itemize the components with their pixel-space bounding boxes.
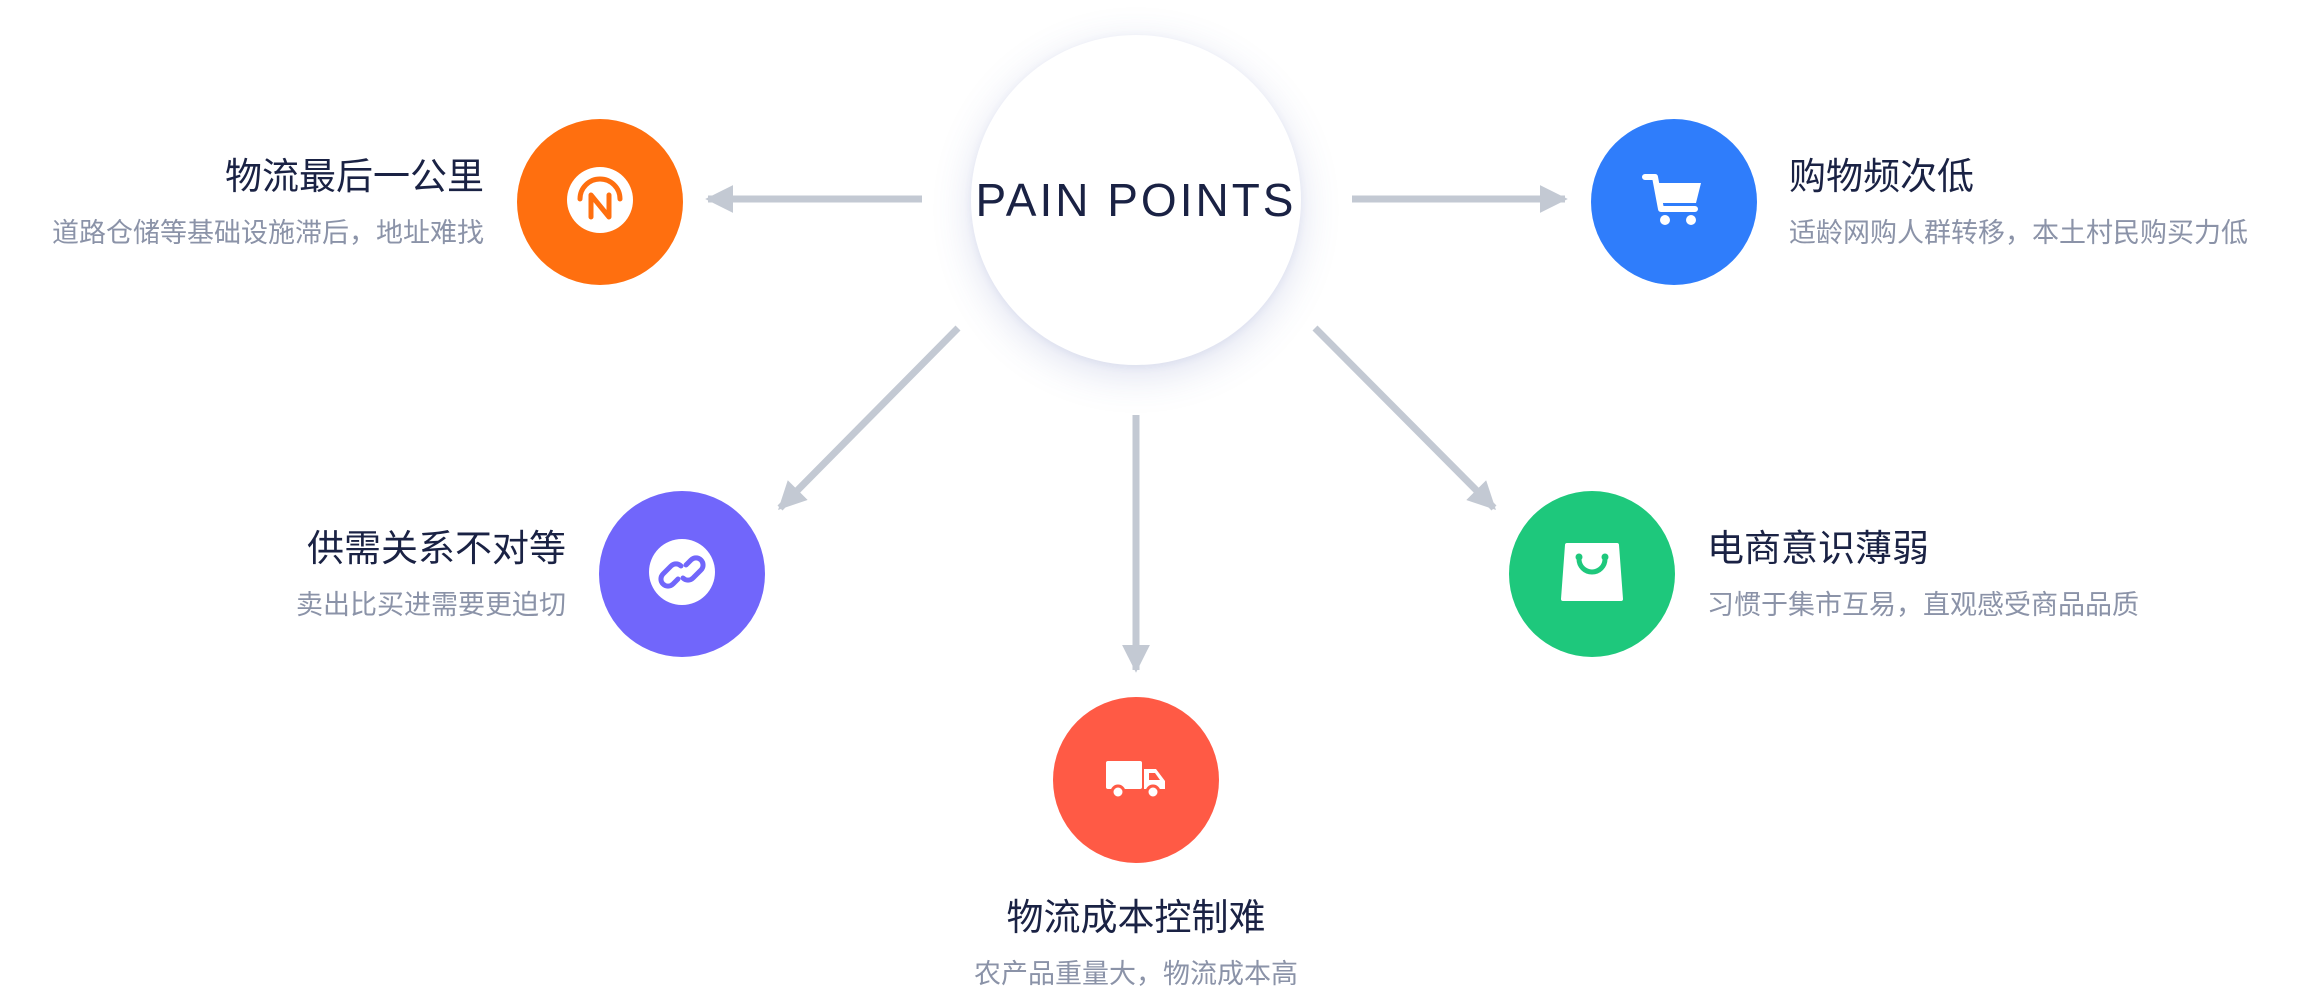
- navigation-n-icon: [565, 165, 635, 239]
- last-mile-title: 物流最后一公里: [225, 155, 484, 198]
- last-mile-node: [517, 119, 683, 285]
- ecommerce-desc: 习惯于集市互易，直观感受商品品质: [1707, 590, 2139, 621]
- shopping-cart-icon: [1639, 165, 1709, 239]
- logistics-cost-text: 物流成本控制难 农产品重量大，物流成本高: [836, 896, 1436, 992]
- shopping-title: 购物频次低: [1789, 155, 1974, 198]
- center-title: PAIN POINTS: [975, 174, 1297, 226]
- ecommerce-node: [1509, 491, 1675, 657]
- truck-icon: [1101, 743, 1171, 817]
- logistics-cost-desc: 农产品重量大，物流成本高: [974, 959, 1298, 990]
- last-mile-text: 物流最后一公里 道路仓储等基础设施滞后，地址难找: [52, 155, 484, 251]
- shopping-node: [1591, 119, 1757, 285]
- ecommerce-text: 电商意识薄弱 习惯于集市互易，直观感受商品品质: [1707, 527, 2139, 623]
- link-icon: [647, 537, 717, 611]
- shopping-bag-icon: [1557, 537, 1627, 611]
- supply-demand-title: 供需关系不对等: [307, 527, 566, 570]
- logistics-cost-node: [1053, 697, 1219, 863]
- arrow-to-ecommerce: [1312, 325, 1497, 511]
- center-circle: PAIN POINTS: [971, 35, 1301, 365]
- ecommerce-title: 电商意识薄弱: [1707, 527, 1929, 570]
- last-mile-desc: 道路仓储等基础设施滞后，地址难找: [52, 218, 484, 249]
- logistics-cost-title: 物流成本控制难: [1006, 896, 1266, 939]
- supply-demand-text: 供需关系不对等 卖出比买进需要更迫切: [296, 527, 566, 623]
- arrow-to-supply-demand: [777, 325, 961, 511]
- supply-demand-node: [599, 491, 765, 657]
- supply-demand-desc: 卖出比买进需要更迫切: [296, 590, 566, 621]
- shopping-desc: 适龄网购人群转移，本土村民购买力低: [1789, 218, 2248, 249]
- shopping-text: 购物频次低 适龄网购人群转移，本土村民购买力低: [1789, 155, 2248, 251]
